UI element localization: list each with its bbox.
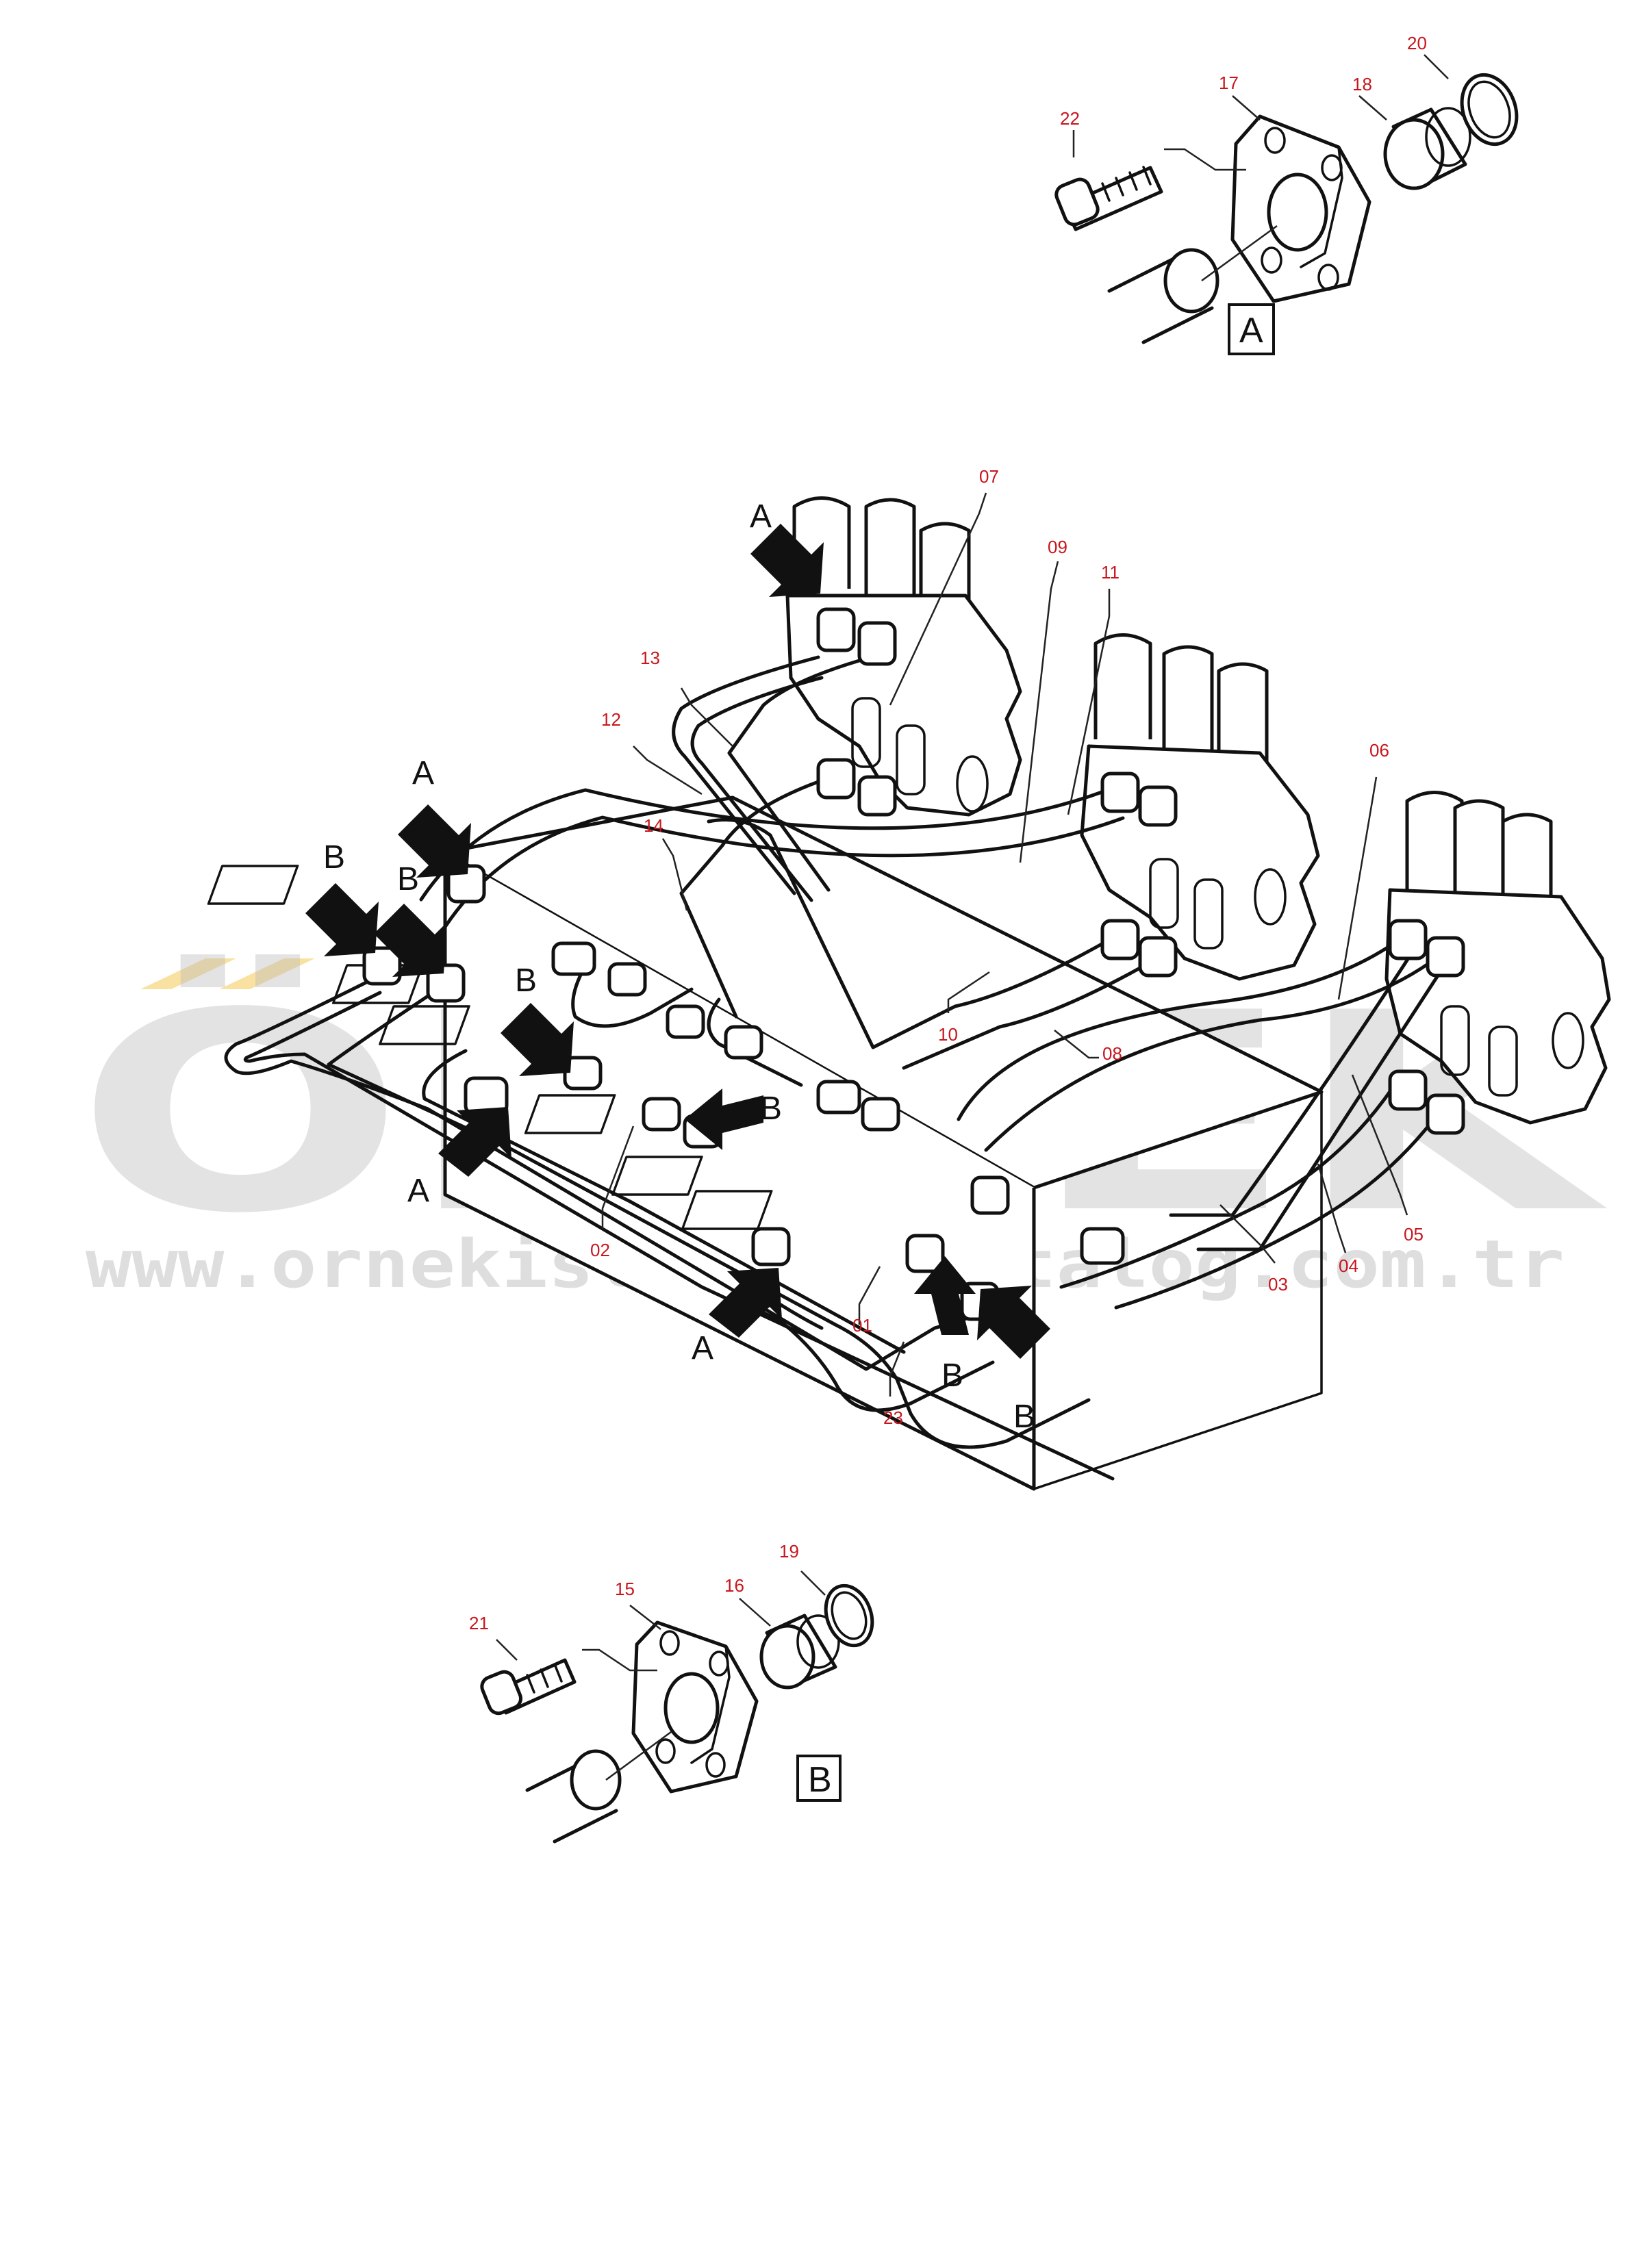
fitting-top4	[857, 775, 897, 817]
label-05: 05	[1404, 1224, 1424, 1245]
fitting-b1	[362, 946, 402, 986]
arrow-b-mid	[501, 1003, 574, 1076]
arrow-letter-b-center: B	[760, 1091, 782, 1127]
o-ring-19	[824, 1583, 874, 1648]
label-21: 21	[469, 1613, 489, 1633]
fitting-mid1	[1100, 772, 1140, 813]
label-06: 06	[1369, 740, 1389, 761]
arrow-letter-b-mid: B	[515, 963, 537, 999]
arrow-b-bottom2	[977, 1286, 1050, 1359]
part-leaders	[601, 492, 1408, 1397]
label-13: 13	[640, 648, 660, 668]
arrow-letter-b-left1: B	[323, 839, 345, 876]
label-14: 14	[644, 815, 663, 836]
detail-a-box	[1228, 303, 1275, 355]
label-01: 01	[852, 1315, 872, 1336]
detail-a: 22 17 18 20 A	[1054, 33, 1519, 355]
arrow-letter-a-top: A	[750, 498, 772, 535]
detail-b-box-letter: B	[808, 1760, 832, 1800]
arrow-a-left	[398, 804, 471, 878]
pointer-arrows	[305, 524, 1050, 1359]
fitting-b4	[666, 1004, 705, 1039]
fitting-b13	[905, 1234, 945, 1273]
fitting-right1	[1388, 919, 1428, 960]
label-03: 03	[1268, 1274, 1288, 1295]
label-12: 12	[601, 709, 621, 730]
fitting-right3	[1388, 1069, 1428, 1111]
label-18: 18	[1352, 74, 1372, 94]
watermark-accent-2	[219, 958, 315, 989]
bolt-22	[1054, 166, 1163, 231]
tube-b	[525, 1731, 672, 1844]
fitting-b3	[607, 962, 647, 997]
fitting-right4	[1426, 1093, 1465, 1135]
label-17: 17	[1219, 73, 1239, 93]
fitting-b7	[642, 1097, 681, 1132]
arrow-a-bottom	[709, 1268, 782, 1338]
fitting-mid4	[1138, 936, 1178, 978]
arrow-letter-b-bottom1: B	[941, 1358, 963, 1394]
fitting-b9	[816, 1080, 861, 1114]
flange-17	[1230, 114, 1371, 303]
detail-a-box-letter: A	[1239, 311, 1263, 351]
fitting-b5	[724, 1025, 763, 1060]
fitting-top3	[816, 758, 856, 800]
fitting-08b	[551, 941, 596, 976]
fitting-mid2	[1138, 785, 1178, 827]
arrow-b-bottom1	[914, 1256, 976, 1335]
bushing-18	[1383, 107, 1471, 190]
detail-b-box	[796, 1755, 842, 1802]
bolt-21	[480, 1658, 577, 1716]
tube-a	[1107, 225, 1278, 344]
arrow-b-left2	[374, 904, 447, 977]
label-09: 09	[1048, 537, 1067, 557]
label-11: 11	[1101, 562, 1120, 583]
arrow-letter-b-left2: B	[397, 861, 419, 897]
arrow-letter-a-left: A	[412, 755, 434, 791]
valve-bank-2	[1080, 633, 1320, 981]
label-22: 22	[1060, 108, 1080, 129]
label-08: 08	[1102, 1043, 1122, 1064]
label-02: 02	[590, 1240, 610, 1260]
arrow-a-top	[750, 524, 824, 597]
arrow-letter-a-bottom: A	[692, 1330, 713, 1366]
label-07: 07	[979, 466, 999, 487]
arrow-a-left-up	[438, 1107, 511, 1177]
arrow-b-left1	[305, 883, 379, 956]
bushing-16	[759, 1614, 840, 1690]
fitting-b10	[861, 1097, 900, 1132]
watermark-accent-1	[140, 958, 236, 989]
label-23: 23	[883, 1407, 903, 1428]
fitting-top1	[816, 607, 856, 652]
label-10: 10	[938, 1024, 958, 1045]
fitting-right2	[1426, 936, 1465, 978]
arrow-letter-b-bottom2: B	[1013, 1399, 1035, 1435]
fitting-mid3	[1100, 919, 1140, 960]
arrow-letter-a-left-bottom: A	[407, 1173, 429, 1209]
fitting-b2	[426, 963, 466, 1003]
label-20: 20	[1407, 33, 1427, 53]
label-15: 15	[615, 1579, 635, 1599]
label-16: 16	[724, 1575, 744, 1596]
fitting-a3	[751, 1227, 791, 1266]
o-ring-20	[1460, 73, 1519, 146]
detail-b: 21 15 16 19 B	[469, 1541, 874, 1844]
fitting-b11	[970, 1175, 1010, 1215]
arrow-b-center	[685, 1088, 763, 1150]
main-assembly: A A A A B B B B B B 01 02	[207, 466, 1611, 1491]
fitting-top2	[857, 621, 897, 666]
label-19: 19	[779, 1541, 799, 1562]
label-04: 04	[1339, 1256, 1358, 1276]
fitting-b12	[1080, 1227, 1125, 1265]
flange-15	[631, 1620, 759, 1794]
